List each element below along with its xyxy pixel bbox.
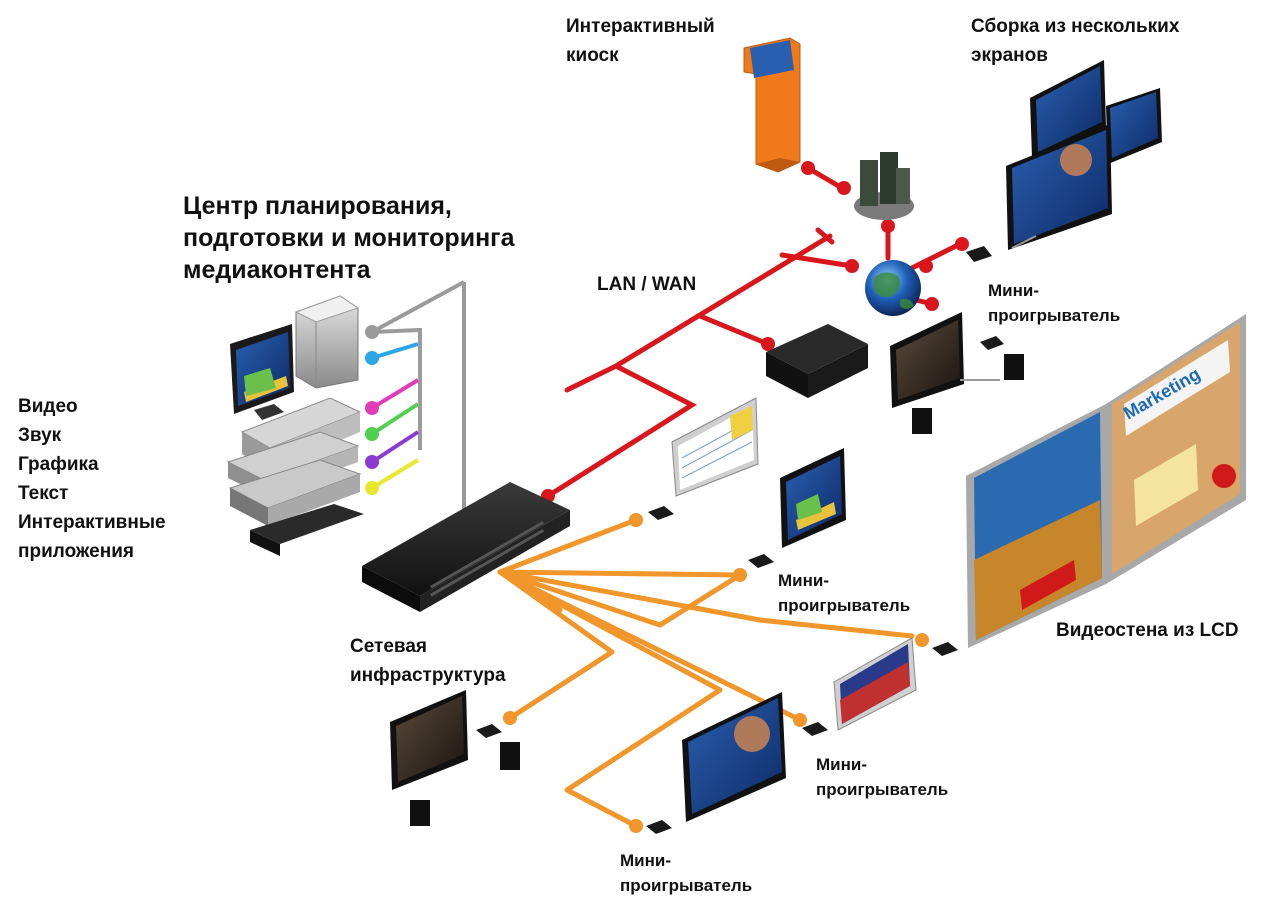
source-text: Текст: [18, 483, 69, 504]
source-applications: приложения: [18, 541, 134, 562]
local-nodes: [503, 513, 929, 833]
kiosk-label: Интерактивный киоск: [566, 16, 715, 66]
miniplayer-label-middle: Мини- проигрыватель: [778, 571, 911, 615]
globe-icon: [865, 260, 921, 316]
tv-near-videowall: [802, 637, 958, 736]
bottom-display-large: [646, 692, 786, 834]
media-server-box: [766, 324, 868, 398]
source-interactive: Интерактивные: [18, 512, 166, 533]
miniplayer-label-top: Мини- проигрыватель: [988, 281, 1121, 325]
source-graphics: Графика: [18, 454, 99, 475]
network-infrastructure-label: Сетевая инфраструктура: [350, 636, 506, 686]
multiscreen-assembly: [966, 60, 1162, 262]
local-network: [497, 517, 915, 829]
interactive-kiosk: [743, 37, 801, 173]
pc-tower: [294, 295, 360, 389]
content-sources-list: Видео Звук Графика Текст Интерактивные п…: [18, 392, 166, 566]
lcd-video-wall: Marketing: [966, 314, 1246, 648]
chart-display: [748, 448, 846, 568]
control-center: [226, 280, 471, 556]
source-audio: Звук: [18, 425, 62, 446]
videowall-label: Видеостена из LCD: [1056, 620, 1239, 641]
miniplayer-label-bottom: Мини- проигрыватель: [620, 851, 753, 895]
bottom-display-small: [390, 690, 520, 826]
miniplayer-label-bottom-right: Мини- проигрыватель: [816, 755, 949, 799]
control-center-label: Центр планирования, подготовки и монитор…: [183, 192, 515, 284]
table-display: [648, 397, 759, 520]
media-devices: [226, 397, 364, 556]
source-video: Видео: [18, 396, 78, 417]
multiscreen-label: Сборка из нескольких экранов: [971, 16, 1180, 66]
display-near-globe: [890, 312, 1024, 434]
server-cluster: [854, 152, 914, 220]
network-switch: [362, 482, 570, 612]
lan-wan-label: LAN / WAN: [597, 274, 697, 295]
control-monitor: [230, 324, 294, 420]
